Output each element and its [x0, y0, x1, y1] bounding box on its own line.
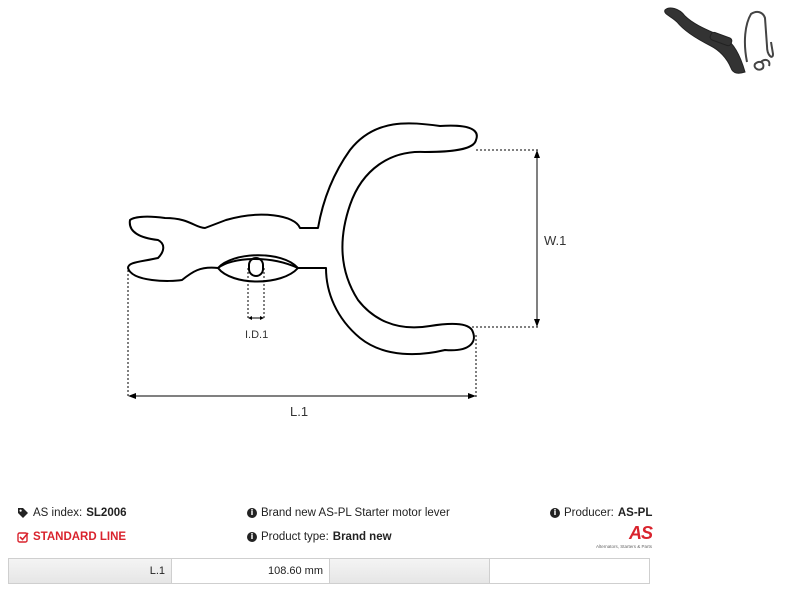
product-type: i Product type: Brand new: [247, 531, 392, 543]
w1-label: W.1: [544, 233, 566, 248]
spec-label-empty: [329, 559, 489, 583]
as-index: AS index: SL2006: [17, 507, 127, 519]
as-index-value: SL2006: [86, 507, 127, 519]
info-icon: i: [247, 532, 257, 542]
standard-line-label: STANDARD LINE: [33, 531, 127, 543]
description-text: Brand new AS-PL Starter motor lever: [261, 507, 450, 519]
producer-label: Producer:: [564, 507, 614, 519]
product-type-value: Brand new: [332, 531, 392, 543]
info-icon: i: [550, 508, 560, 518]
id1-label: I.D.1: [245, 329, 268, 341]
lever-outline: [127, 122, 478, 356]
hub-oval: [217, 254, 299, 283]
description: i Brand new AS-PL Starter motor lever: [247, 507, 450, 519]
as-pl-logo: AS Alternators, Starters & Parts: [586, 523, 653, 553]
product-photo-thumbnail: [664, 7, 775, 74]
spec-label: L.1: [9, 559, 171, 583]
info-icon: i: [247, 508, 257, 518]
standard-line: STANDARD LINE: [17, 531, 126, 543]
spec-value-empty: [489, 559, 649, 583]
l1-label: L.1: [290, 404, 308, 419]
producer-value: AS-PL: [617, 507, 653, 519]
producer: i Producer: AS-PL: [550, 507, 652, 519]
tag-icon: [18, 508, 28, 518]
product-type-label: Product type:: [261, 531, 329, 543]
technical-drawing: W.1 I.D.1 L.1: [127, 122, 566, 419]
pin: [248, 257, 264, 277]
spec-value: 108.60 mm: [171, 559, 329, 583]
checkbox-checked-icon: [17, 532, 29, 543]
logo-subtitle: Alternators, Starters & Parts: [595, 544, 652, 549]
logo-mark: AS: [628, 523, 653, 543]
as-index-label: AS index:: [33, 507, 83, 519]
spec-table: L.1 108.60 mm: [8, 558, 650, 584]
